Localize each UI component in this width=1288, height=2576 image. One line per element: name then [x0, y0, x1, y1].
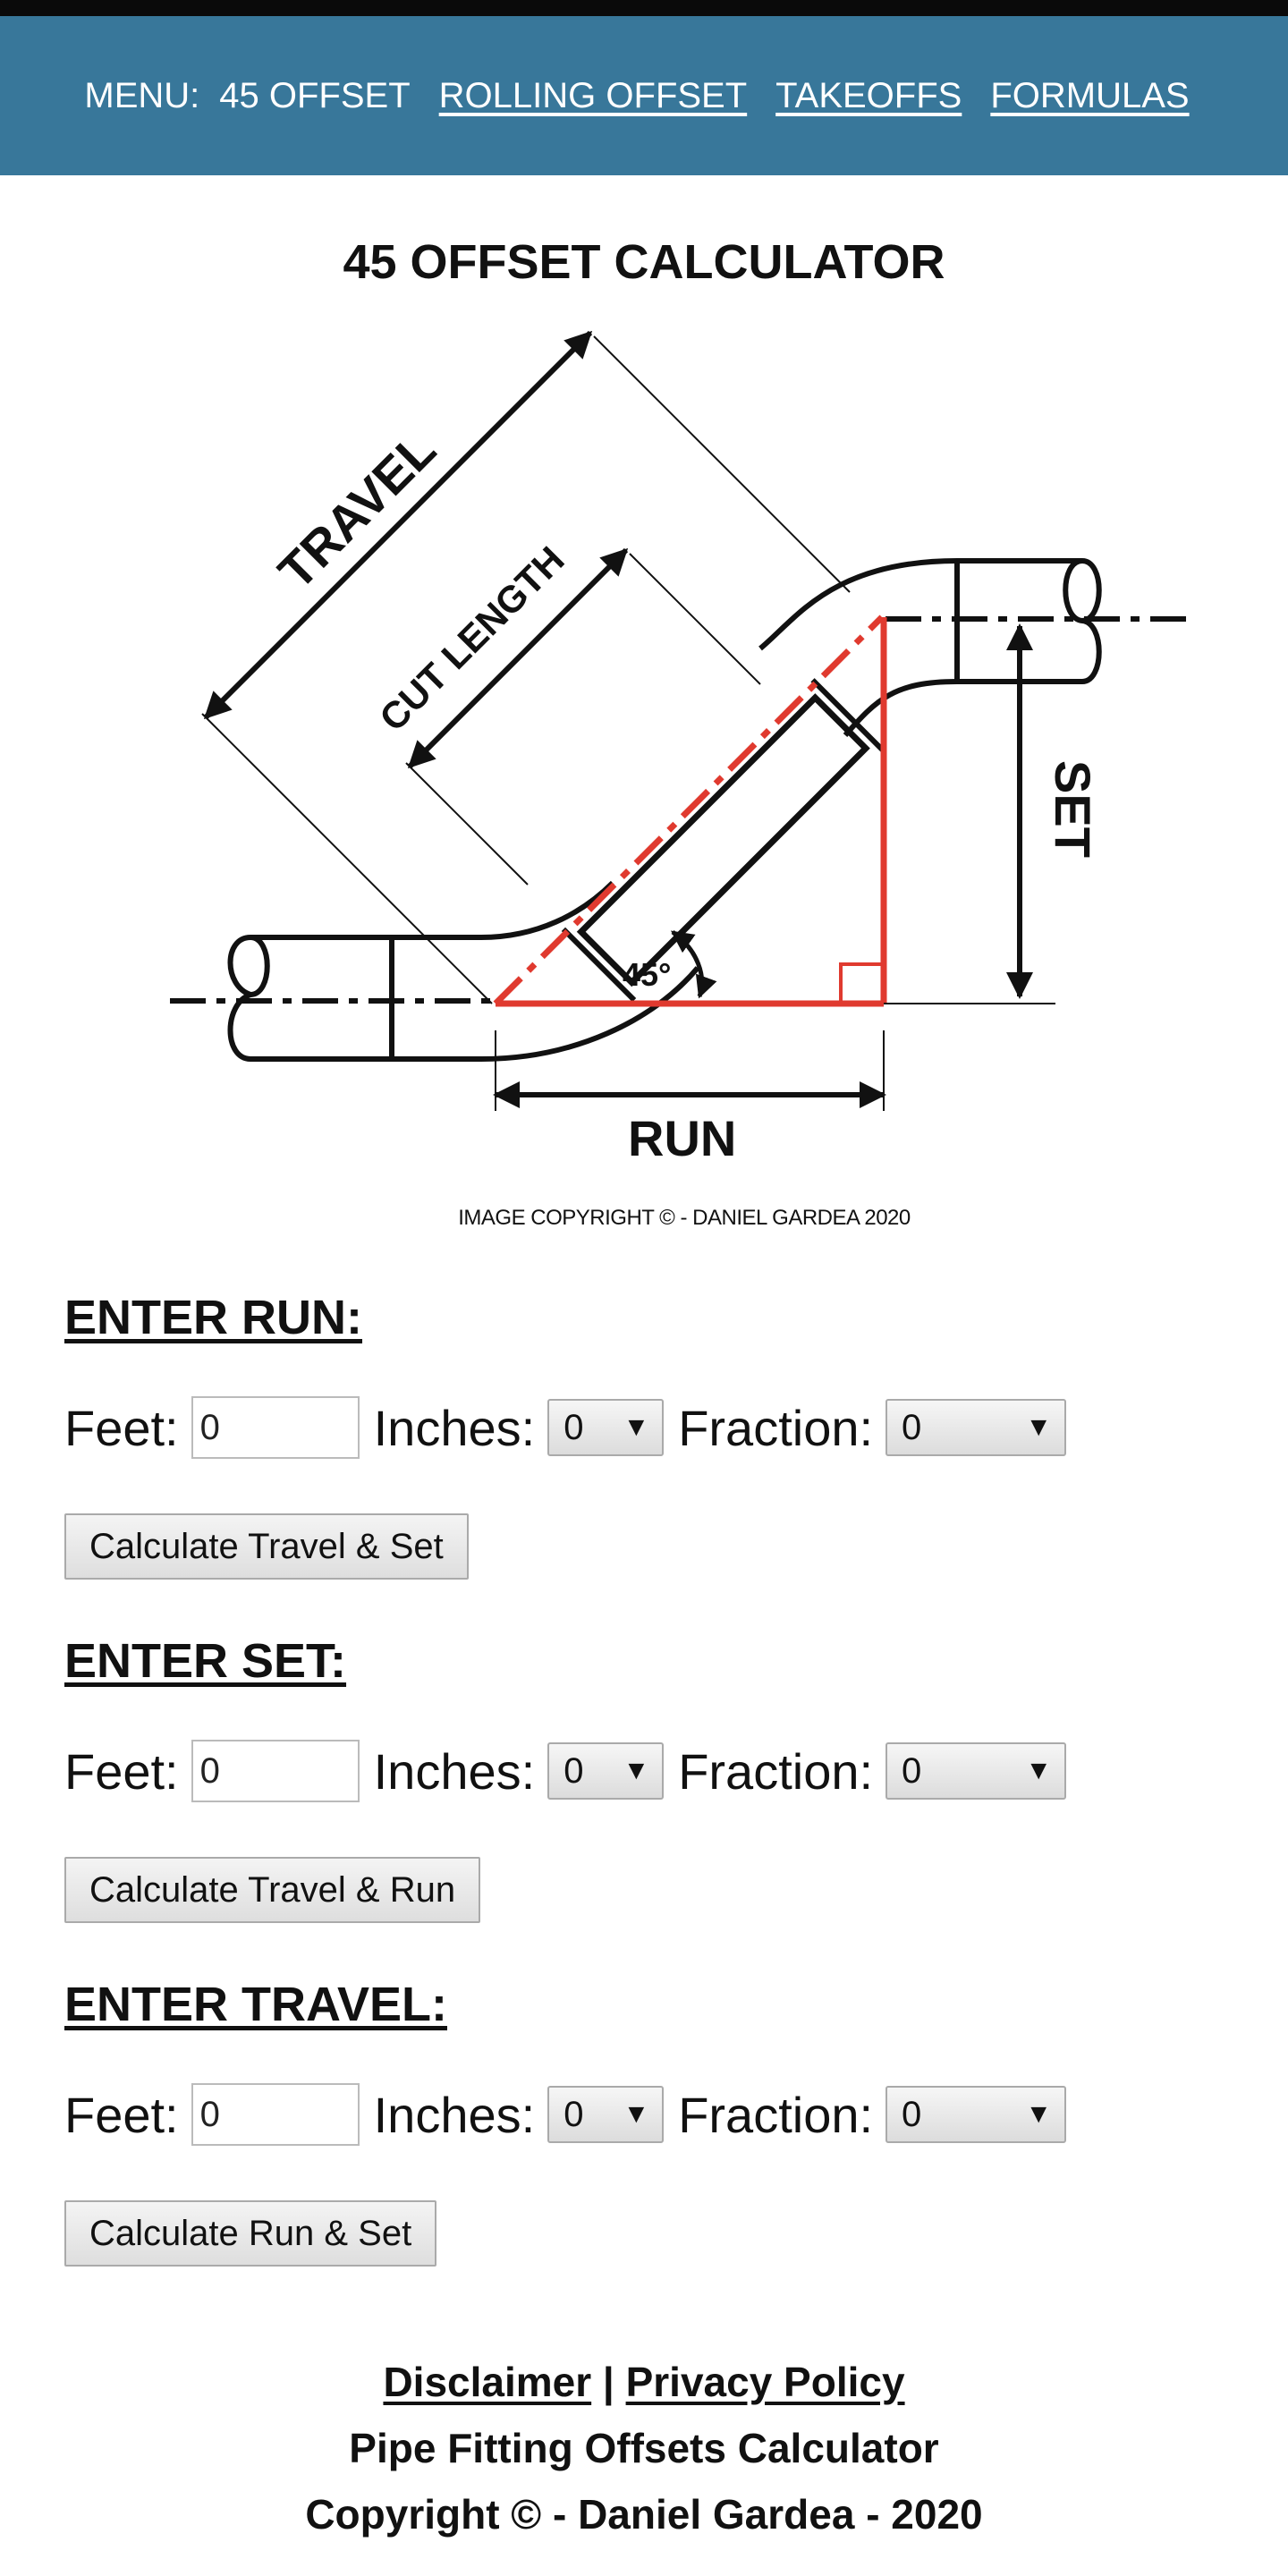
- set-fraction-select[interactable]: 0 ▼: [886, 1742, 1067, 1800]
- calculate-run-set-button[interactable]: Calculate Run & Set: [64, 2200, 437, 2267]
- run-fraction-label: Fraction:: [678, 1399, 874, 1456]
- nav-link-45-offset[interactable]: 45 OFFSET: [219, 75, 411, 115]
- angled-pipe: [561, 678, 886, 1003]
- set-fraction-value: 0: [902, 1750, 922, 1791]
- angle-arc: [670, 929, 717, 999]
- nav-link-rolling-offset[interactable]: ROLLING OFFSET: [438, 75, 748, 115]
- cut-length-label: CUT LENGTH: [371, 538, 572, 740]
- main-menu: MENU: 45 OFFSET ROLLING OFFSET TAKEOFFS …: [0, 16, 1288, 175]
- run-input-row: Feet: Inches: 0 ▼ Fraction: 0 ▼: [64, 1394, 1080, 1462]
- travel-label: TRAVEL: [267, 420, 446, 599]
- triangle-down-icon: ▼: [1025, 1756, 1053, 1785]
- set-inches-value: 0: [564, 1750, 584, 1791]
- travel-inches-label: Inches:: [373, 2086, 536, 2143]
- footer-site-name: Pipe Fitting Offsets Calculator: [349, 2425, 939, 2471]
- travel-feet-input[interactable]: [191, 2083, 360, 2146]
- run-feet-label: Feet:: [64, 1399, 179, 1456]
- angle-label: 45°: [623, 956, 671, 993]
- set-inches-select[interactable]: 0 ▼: [547, 1742, 665, 1800]
- calculate-travel-set-button[interactable]: Calculate Travel & Set: [64, 1513, 469, 1580]
- right-pipe: [758, 558, 1102, 737]
- run-inches-select[interactable]: 0 ▼: [547, 1399, 665, 1456]
- enter-set-title: ENTER SET:: [64, 1634, 347, 1688]
- travel-dimension: [201, 330, 851, 1004]
- nav-link-takeoffs[interactable]: TAKEOFFS: [775, 75, 962, 115]
- enter-run-title: ENTER RUN:: [64, 1291, 362, 1344]
- set-feet-label: Feet:: [64, 1742, 179, 1800]
- triangle-down-icon: ▼: [623, 1412, 650, 1442]
- run-fraction-select[interactable]: 0 ▼: [886, 1399, 1067, 1456]
- set-input-row: Feet: Inches: 0 ▼ Fraction: 0 ▼: [64, 1737, 1080, 1805]
- set-label: SET: [1045, 760, 1101, 858]
- run-inches-label: Inches:: [373, 1399, 536, 1456]
- run-dimension: [493, 1030, 886, 1111]
- page-title: 45 OFFSET CALCULATOR: [343, 235, 945, 289]
- cut-length-dimension: [405, 547, 761, 886]
- footer-copyright: Copyright © - Daniel Gardea - 2020: [305, 2491, 983, 2538]
- run-fraction-value: 0: [902, 1407, 922, 1447]
- set-dimension: [884, 623, 1055, 1004]
- offset-diagram: TRAVEL CUT LENGTH SET RUN 45°: [170, 330, 1190, 1165]
- travel-input-row: Feet: Inches: 0 ▼ Fraction: 0 ▼: [64, 2080, 1080, 2148]
- run-inches-value: 0: [564, 1407, 584, 1447]
- footer-links: Disclaimer | Privacy Policy: [0, 2358, 1288, 2406]
- privacy-policy-link[interactable]: Privacy Policy: [625, 2359, 905, 2405]
- calculate-travel-run-button[interactable]: Calculate Travel & Run: [64, 1857, 481, 1923]
- set-feet-input[interactable]: [191, 1740, 360, 1802]
- travel-inches-value: 0: [564, 2094, 584, 2134]
- menu-label: MENU:: [84, 75, 200, 115]
- run-label: RUN: [628, 1110, 736, 1165]
- footer-separator: |: [602, 2359, 614, 2405]
- set-inches-label: Inches:: [373, 1742, 536, 1800]
- travel-fraction-select[interactable]: 0 ▼: [886, 2086, 1067, 2143]
- left-pipe: [227, 880, 700, 1062]
- set-fraction-label: Fraction:: [678, 1742, 874, 1800]
- enter-travel-title: ENTER TRAVEL:: [64, 1978, 447, 2031]
- travel-fraction-label: Fraction:: [678, 2086, 874, 2143]
- triangle-down-icon: ▼: [1025, 2099, 1053, 2129]
- travel-inches-select[interactable]: 0 ▼: [547, 2086, 665, 2143]
- triangle-down-icon: ▼: [1025, 1412, 1053, 1442]
- image-copyright: IMAGE COPYRIGHT © - DANIEL GARDEA 2020: [458, 1206, 911, 1230]
- offset-triangle: [493, 614, 887, 1007]
- travel-fraction-value: 0: [902, 2094, 922, 2134]
- top-black-strip: [0, 0, 1288, 16]
- disclaimer-link[interactable]: Disclaimer: [383, 2359, 592, 2405]
- nav-link-formulas[interactable]: FORMULAS: [990, 75, 1190, 115]
- triangle-down-icon: ▼: [623, 1756, 650, 1785]
- triangle-down-icon: ▼: [623, 2099, 650, 2129]
- travel-feet-label: Feet:: [64, 2086, 179, 2143]
- run-feet-input[interactable]: [191, 1396, 360, 1459]
